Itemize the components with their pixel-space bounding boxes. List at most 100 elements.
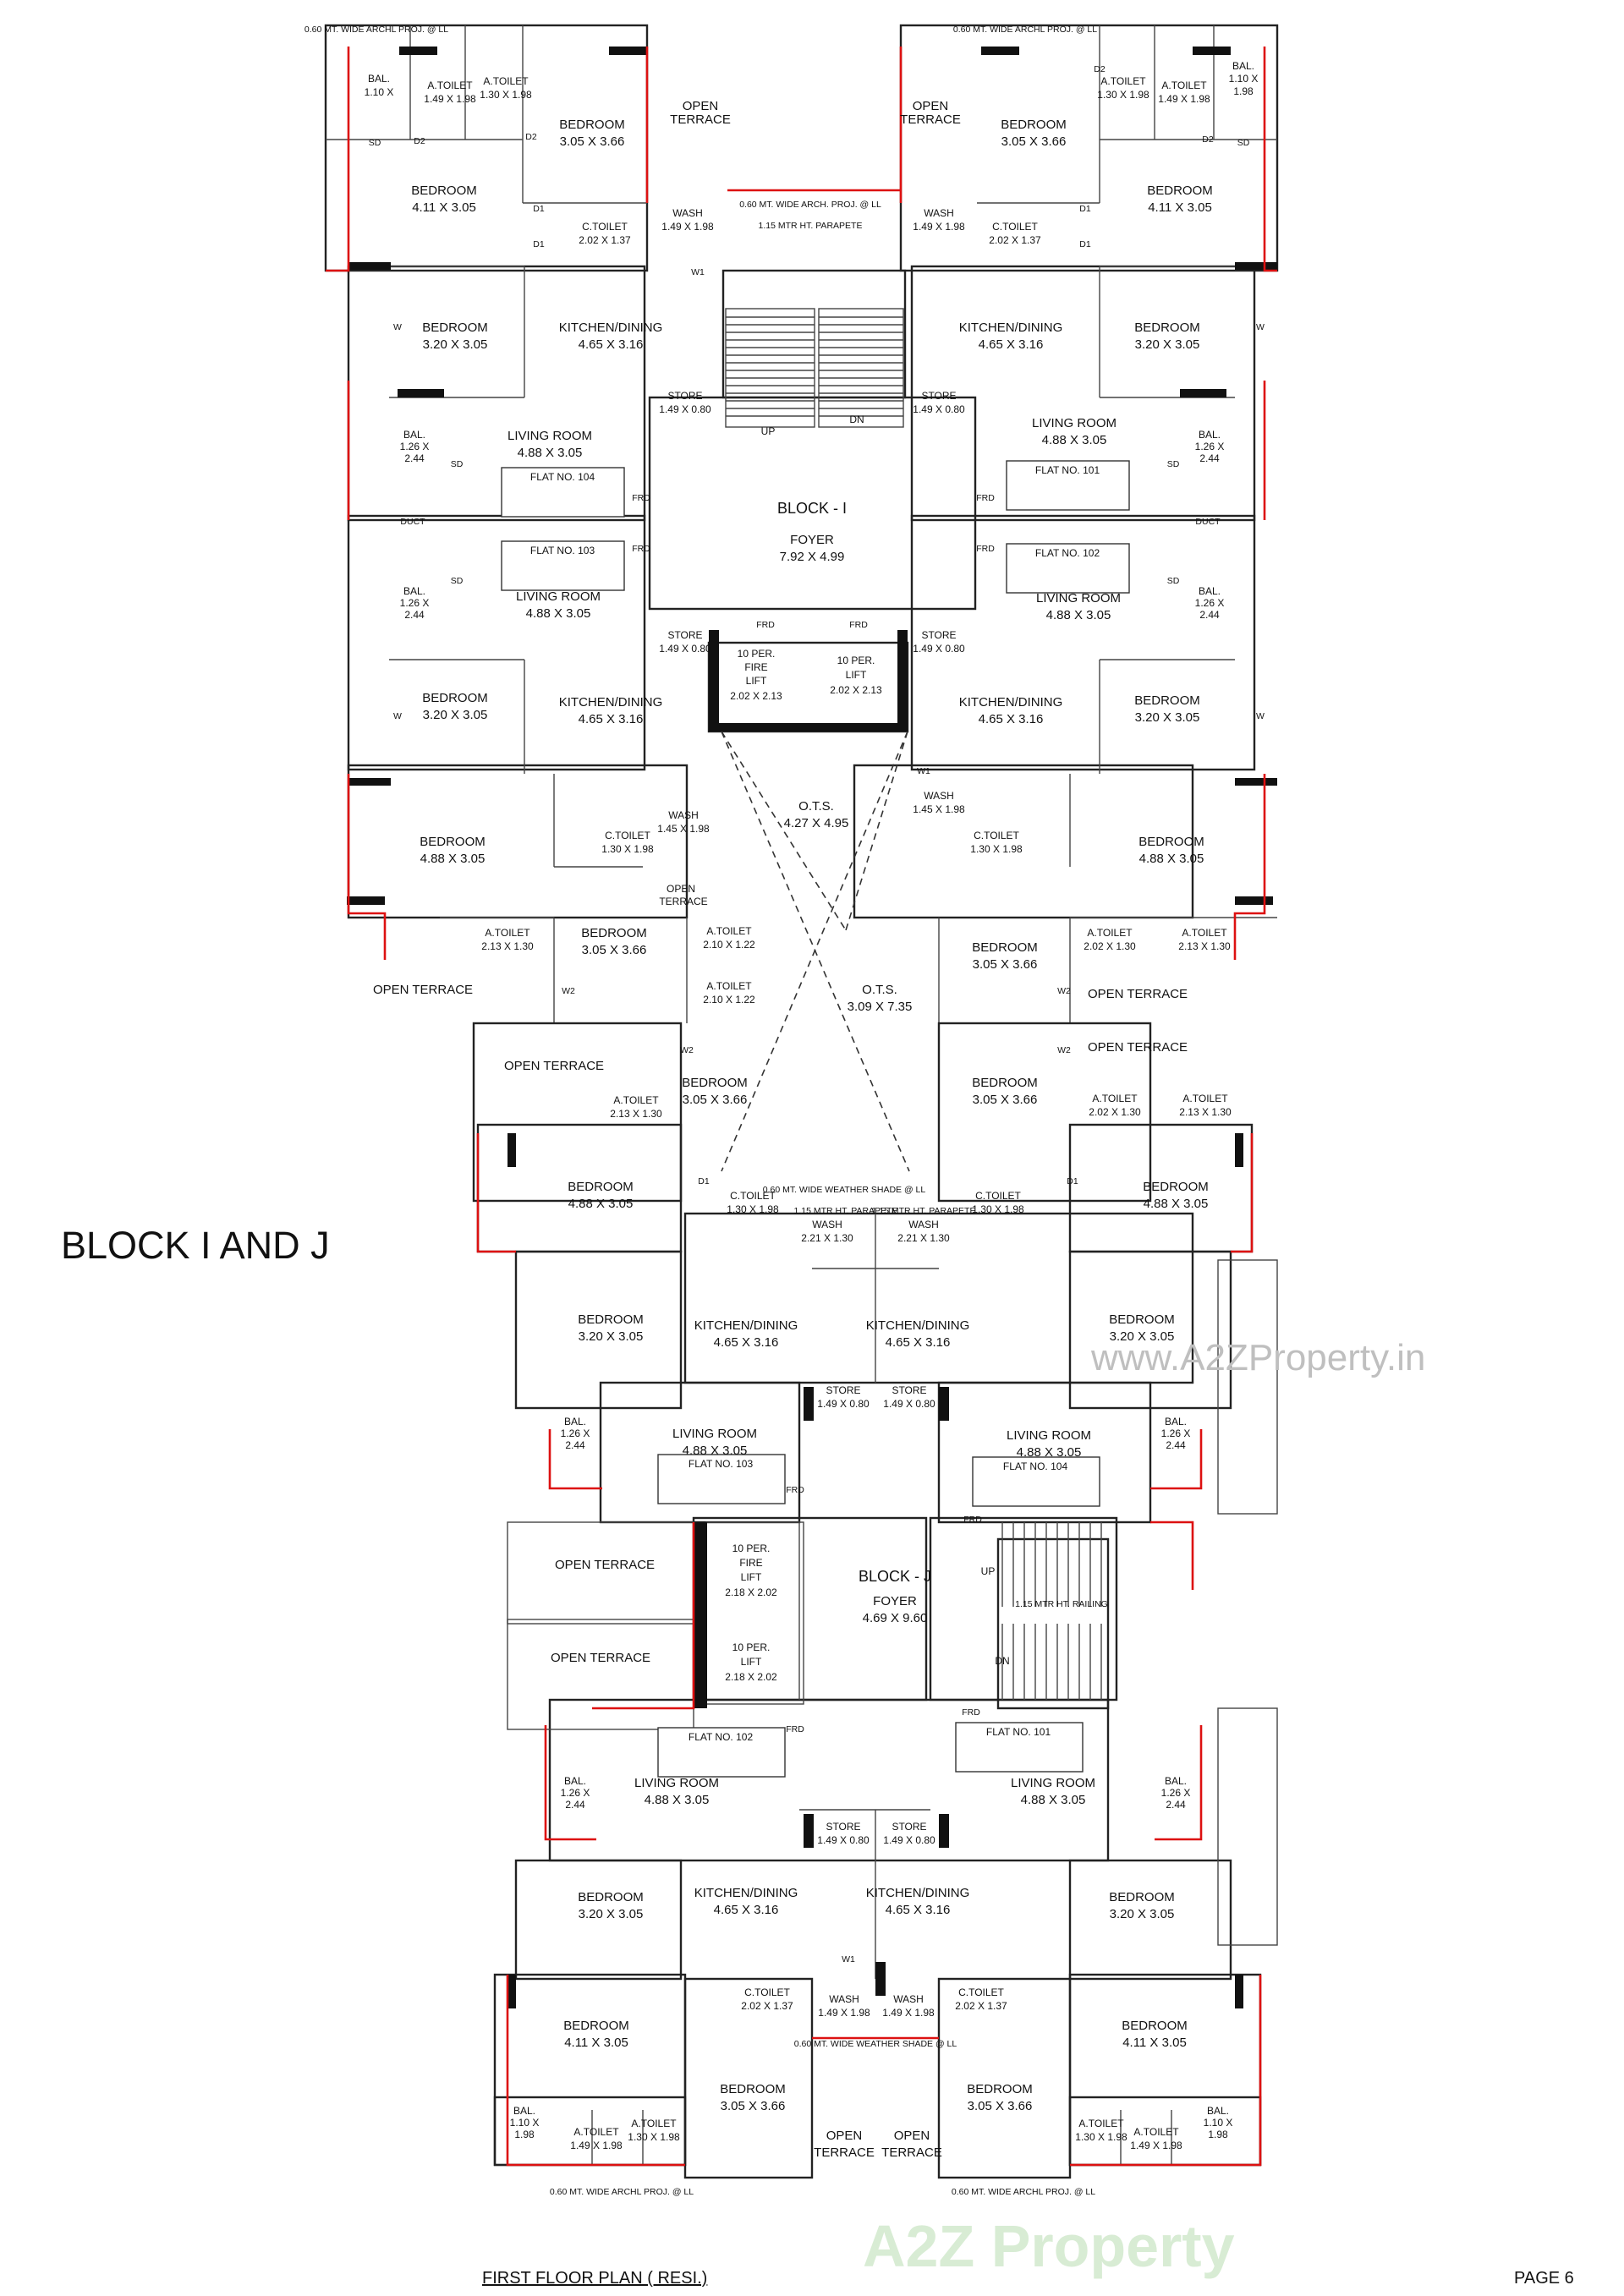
block-j-flat-tags: FLAT NO. 103 FLAT NO. 104 FLAT NO. 102 F… [657,1454,1100,1778]
foyer-dim: 7.92 X 4.99 [780,550,845,564]
wash-dim: 1.49 X 1.98 [882,2007,935,2019]
bedroom-dim: 3.20 X 3.05 [423,708,488,722]
fire-lift-line: 10 PER. [732,1543,771,1554]
duct-label: DUCT [1195,517,1221,527]
block-j-stair-treads [1001,1522,1102,1700]
block-i-stair-treads [726,316,903,417]
atoilet-dim: 2.02 X 1.30 [1084,940,1136,952]
front-door-mark: FRD [632,544,650,554]
wash-label: WASH [893,1993,924,2005]
store-dim: 1.49 X 0.80 [659,403,711,415]
store-label: STORE [826,1384,860,1396]
door-mark: D2 [1202,134,1214,145]
door-mark: D2 [1094,64,1106,74]
bedroom-dim: 3.05 X 3.66 [560,134,625,149]
kitchen-dim: 4.65 X 3.16 [714,1335,779,1350]
bedroom-label: BEDROOM [411,184,477,198]
front-door-mark: FRD [849,620,868,630]
bal-label: BAL. [368,73,390,85]
bedroom-label: BEDROOM [682,1076,748,1090]
living-label: LIVING ROOM [1032,416,1116,430]
bedroom-dim: 3.20 X 3.05 [579,1907,644,1921]
kitchen-dim: 4.65 X 3.16 [886,1335,951,1350]
stair-proj: 0.60 MT. WIDE ARCH. PROJ. @ LL [739,200,881,210]
flat-no: FLAT NO. 101 [986,1726,1051,1738]
duct-label: DUCT [400,517,425,527]
kitchen-dim: 4.65 X 3.16 [714,1903,779,1917]
living-label: LIVING ROOM [672,1427,757,1441]
bedroom-label: BEDROOM [972,940,1038,955]
ctoilet-label: C.TOILET [582,221,628,233]
ctoilet-dim: 1.30 X 1.98 [601,843,654,855]
bedroom-dim: 3.05 X 3.66 [683,1093,748,1107]
bal-dim: 1.26 X [561,1427,590,1439]
bedroom-dim: 4.11 X 3.05 [412,200,476,215]
kitchen-label: KITCHEN/DINING [559,321,663,335]
atoilet-label: A.TOILET [483,75,529,87]
fire-lift-line: LIFT [741,1571,762,1583]
bal-label: BAL. [1232,60,1254,72]
kitchen-label: KITCHEN/DINING [866,1318,970,1333]
page-number: PAGE 6 [1514,2269,1574,2288]
block-i-room-labels-right: BEDROOM 3.05 X 3.66 BEDROOM 4.11 X 3.05 … [959,118,1213,972]
bedroom-label: BEDROOM [1109,1312,1175,1327]
weather-shade-note: 0.60 MT. WIDE ARCHL PROJ. @ LL [304,25,448,35]
fire-lift-line: FIRE [744,661,767,673]
flat-no: FLAT NO. 102 [689,1731,754,1743]
bal-dim: 1.26 X [1161,1787,1191,1799]
door-mark: D1 [1079,204,1091,214]
atoilet-dim: 2.13 X 1.30 [481,940,534,952]
sliding-door-mark: SD [1237,138,1250,148]
atoilet-label: A.TOILET [613,1094,659,1106]
atoilet-label: A.TOILET [1161,79,1207,91]
store-dim: 1.49 X 0.80 [659,643,711,655]
ctoilet-label: C.TOILET [975,1190,1021,1202]
bedroom-dim: 3.05 X 3.66 [973,957,1038,972]
ctoilet-dim: 2.02 X 1.37 [955,2000,1007,2012]
bedroom-dim: 3.20 X 3.05 [1135,710,1200,725]
atoilet-dim: 2.10 X 1.22 [703,994,755,1006]
bedroom-label: BEDROOM [1147,184,1213,198]
fire-lift-line: LIFT [746,675,767,687]
block-j-core-labels: BLOCK - J FOYER 4.69 X 9.60 10 PER. FIRE… [725,1384,1108,1846]
bedroom-dim: 4.11 X 3.05 [564,2036,628,2050]
bal-dim: 2.44 [1199,452,1220,464]
weather-shade-note: 0.60 MT. WIDE WEATHER SHADE @ LL [763,1185,926,1195]
bedroom-label: BEDROOM [720,2082,786,2096]
flat-no: FLAT NO. 103 [530,545,595,556]
atoilet-label: A.TOILET [1100,75,1146,87]
window-mark: W1 [917,766,930,776]
lift-dim: 2.18 X 2.02 [725,1671,777,1683]
block-i-name: BLOCK - I [777,500,847,517]
wash-label: WASH [924,207,954,219]
front-door-mark: FRD [756,620,775,630]
wash-dim: 1.45 X 1.98 [657,823,710,835]
ctoilet-label: C.TOILET [992,221,1038,233]
block-i-room-labels: BEDROOM 3.05 X 3.66 BEDROOM 4.11 X 3.05 … [373,99,1188,1073]
terrace-label: TERRACE [881,2145,942,2160]
bal-dim: 1.26 X [1195,441,1225,452]
bal-label: BAL. [1165,1416,1187,1427]
window-mark: W1 [842,1954,855,1964]
living-dim: 4.88 X 3.05 [1042,433,1107,447]
flat-no: FLAT NO. 103 [689,1458,754,1470]
stair-railing: 1.15 MTR HT. RAILING [1015,1599,1108,1609]
window-mark: W2 [1057,986,1071,996]
bal-label: BAL. [403,585,425,597]
sliding-door-mark: SD [1167,459,1180,469]
parapet-note: 1.15 MTR HT. PARAPETE [794,1206,898,1216]
bedroom-label: BEDROOM [420,835,486,849]
atoilet-dim: 2.13 X 1.30 [610,1108,662,1120]
living-dim: 4.88 X 3.05 [1021,1793,1086,1807]
bedroom-label: BEDROOM [578,1312,644,1327]
door-mark: D2 [525,132,537,142]
bedroom-dim: 3.05 X 3.66 [721,2099,786,2113]
bedroom-label: BEDROOM [568,1180,634,1194]
door-mark: D1 [698,1176,710,1186]
bal-label: BAL. [564,1775,586,1787]
kitchen-dim: 4.65 X 3.16 [886,1903,951,1917]
bedroom-label: BEDROOM [578,1890,644,1904]
open-label: OPEN [913,99,949,113]
fire-lift-line: 10 PER. [738,648,776,660]
window-mark: W [1256,711,1265,721]
